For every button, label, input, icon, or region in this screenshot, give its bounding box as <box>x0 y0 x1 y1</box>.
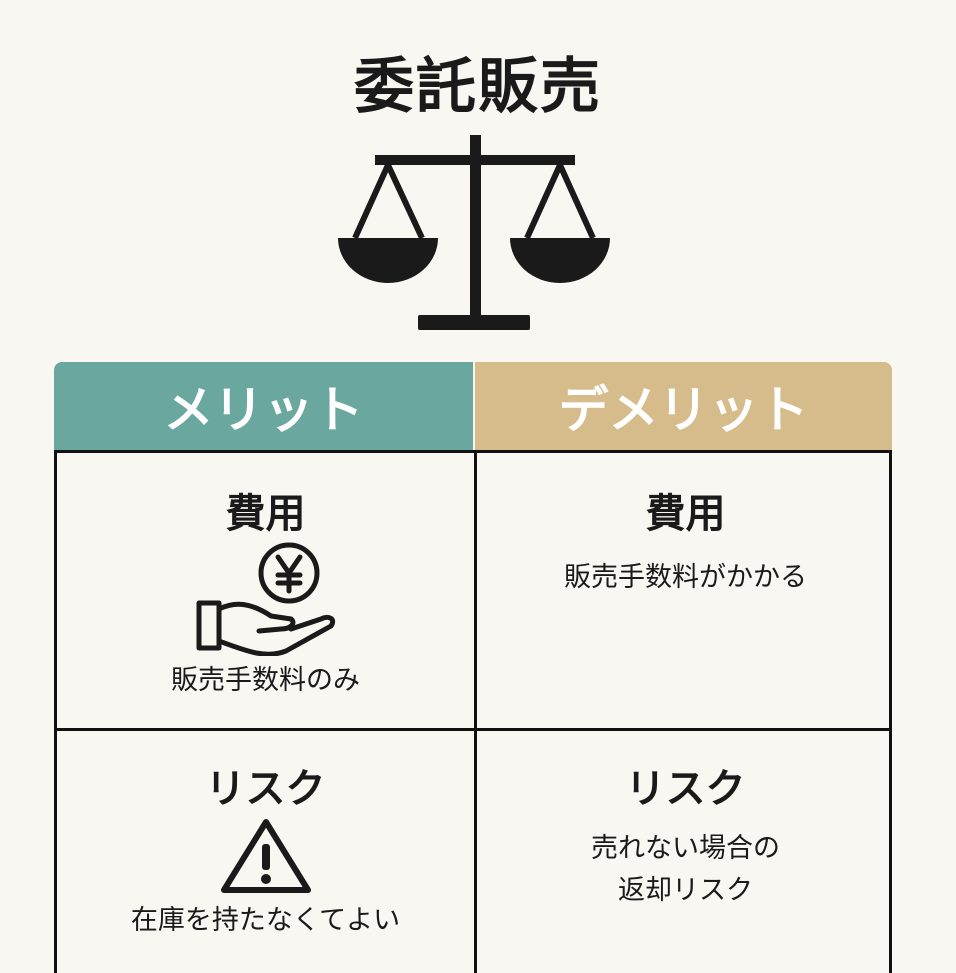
demerit-risk-cell: リスク 売れない場合の 返却リスク <box>477 756 894 912</box>
merit-cost-cell: 費用 販売手数料のみ <box>57 481 474 702</box>
cell-heading: リスク <box>205 766 326 812</box>
warning-icon <box>220 819 311 893</box>
demerit-header: デメリット <box>475 362 892 450</box>
cell-text: 販売手数料のみ <box>171 665 360 696</box>
divider <box>474 453 477 973</box>
cell-heading: リスク <box>625 766 746 812</box>
cell-heading: 費用 <box>645 491 726 537</box>
cell-text: 売れない場合の <box>591 833 780 864</box>
merit-header: メリット <box>54 362 473 450</box>
page-title: 委託販売 <box>354 52 602 122</box>
merit-risk-cell: リスク 在庫を持たなくてよい <box>57 756 474 942</box>
cell-text: 返却リスク <box>618 875 753 906</box>
cell-text: 販売手数料がかかる <box>564 562 807 593</box>
comparison-table: メリット デメリット 費用 販売手数料のみ 費用 販売手数料がかかる リスク 在… <box>54 362 894 973</box>
divider <box>57 728 889 731</box>
cell-text: 在庫を持たなくてよい <box>130 905 401 936</box>
hand-yen-coin-icon <box>196 542 335 657</box>
cell-heading: 費用 <box>225 491 306 537</box>
scale-icon <box>338 135 610 330</box>
demerit-cost-cell: 費用 販売手数料がかかる <box>477 481 894 599</box>
